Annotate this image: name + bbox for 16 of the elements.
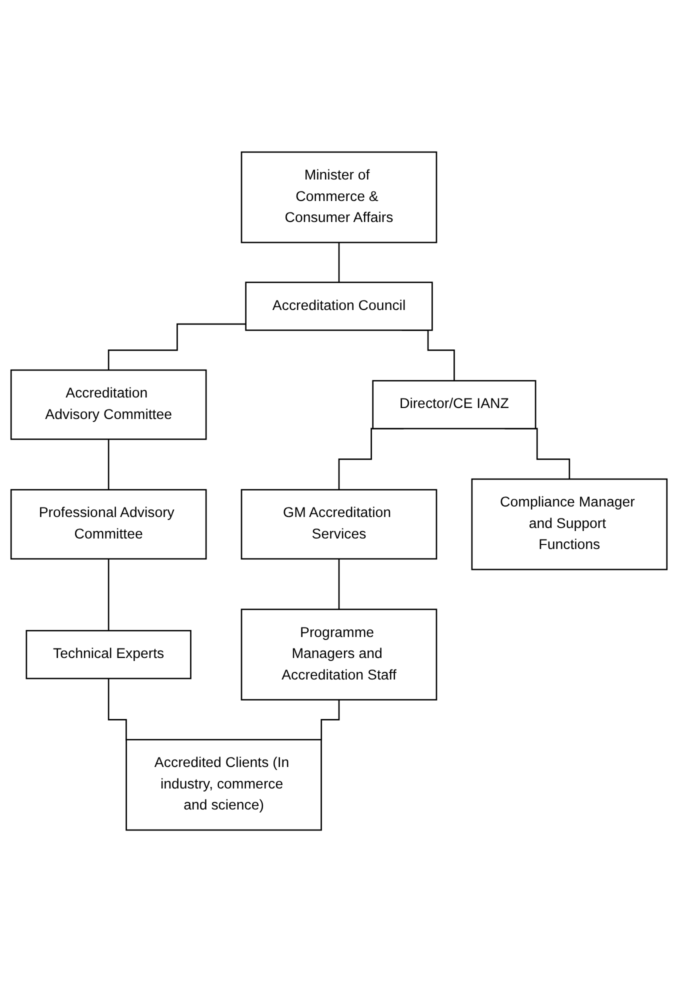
org-chart: Minister of Commerce & Consumer Affairs Accreditation Council Accreditation Advisory Committee Director/CE IANZ Professional Advisory Committee GM Accreditation Services Compliance Manager and Support Functions Technical Experts Programme Managers and Accreditation Staff Accredited Clients (In industry, commerce and science) (4, 145, 674, 838)
node-box (240, 152, 438, 244)
node-box (26, 630, 192, 680)
node-box (10, 490, 207, 560)
connector (108, 558, 110, 632)
node-box (126, 739, 322, 832)
connector (108, 324, 246, 372)
node-box (240, 490, 438, 560)
connector (338, 558, 340, 610)
connector (108, 438, 110, 491)
connector (338, 242, 340, 284)
node-box (372, 380, 536, 430)
node-box (471, 478, 668, 571)
node-box (10, 370, 207, 440)
node-box (240, 609, 438, 701)
node-box (245, 282, 433, 332)
